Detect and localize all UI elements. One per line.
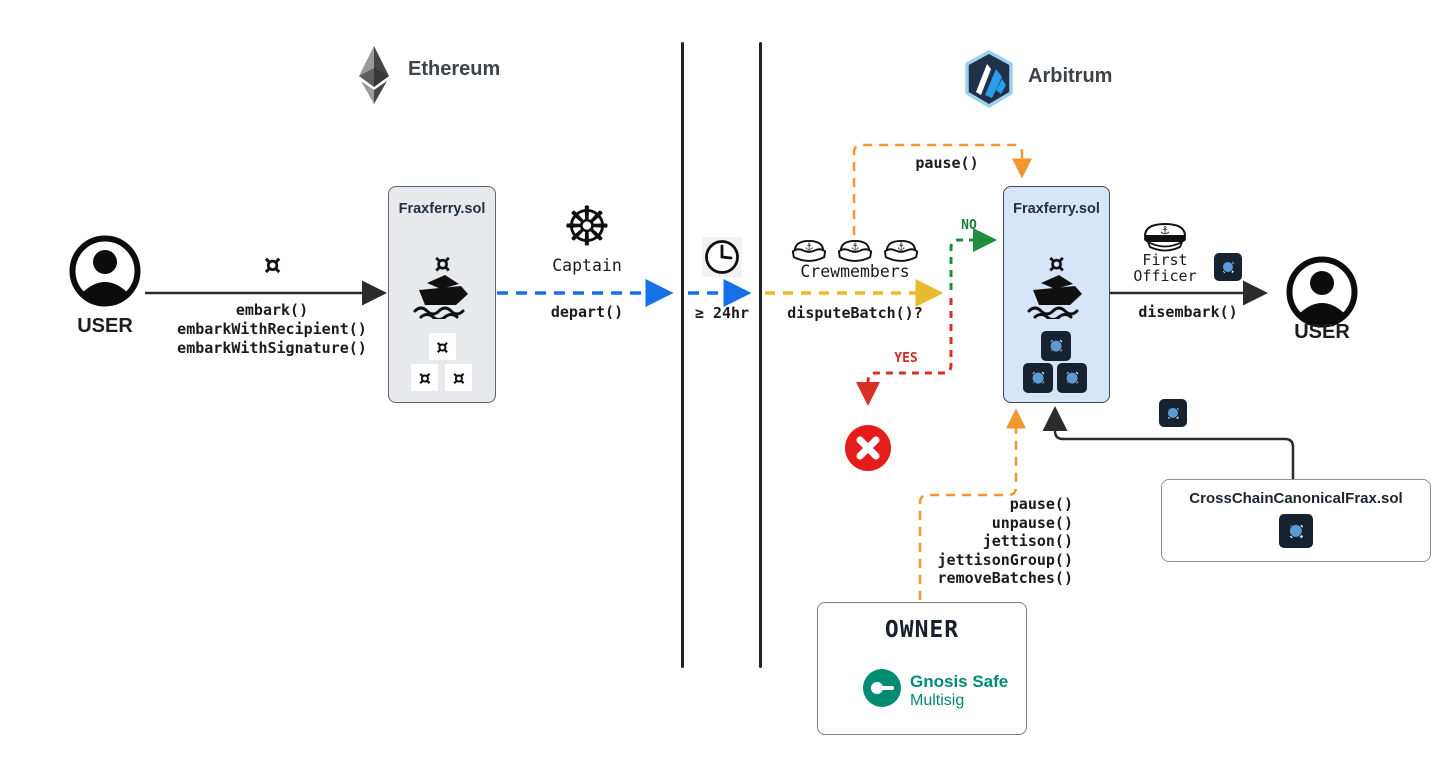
dispute-no-label: NO [961, 218, 977, 233]
user-left-label: USER [77, 315, 133, 337]
user-right-label: USER [1294, 321, 1350, 343]
frax-token-icon: ¤ [1279, 514, 1313, 548]
dispute-yes-label: YES [894, 351, 918, 366]
frax-token-icon: ¤ [1023, 363, 1053, 393]
ferry-ship-icon [1027, 275, 1082, 319]
pause-function-label: pause() [915, 154, 979, 172]
first-officer-label-line1: First [1142, 251, 1188, 269]
frax-token-icon: ¤ [1057, 363, 1087, 393]
owner-title: OWNER [884, 617, 960, 643]
user-right-avatar [1286, 256, 1358, 328]
fraxferry-arb-contract-box: Fraxferry.sol ¤ ¤ ¤ ¤ [1003, 186, 1110, 403]
user-left-avatar [69, 235, 141, 307]
frax-token-icon: ¤ [1214, 253, 1242, 281]
embark-function-label: embarkWithSignature() [177, 339, 367, 357]
token-icon: ¤ [1046, 244, 1066, 282]
crosschain-contract-box: CrossChainCanonicalFrax.sol ¤ [1161, 479, 1431, 562]
dispute-function-label: disputeBatch()? [787, 304, 923, 322]
depart-function-label: depart() [550, 303, 624, 321]
svg-text:⚓: ⚓ [851, 242, 860, 253]
owner-function-label: pause() [1009, 495, 1073, 513]
frax-token-icon: ¤ [1041, 331, 1071, 361]
crewmembers-label: Crewmembers [800, 262, 910, 281]
sailor-hat-icon: ⚓ [837, 239, 873, 262]
token-icon: ¤ [411, 364, 438, 392]
frax-token-icon: ¤ [1159, 399, 1187, 427]
first-officer-label-line2: Officer [1133, 267, 1197, 285]
wait-time-label: ≥ 24hr [694, 304, 750, 322]
gnosis-safe-name: Gnosis Safe [910, 672, 1009, 691]
disembark-function-label: disembark() [1138, 303, 1238, 321]
token-icon: ¤ [261, 245, 283, 285]
red-x-icon [845, 425, 891, 471]
contract-title: CrossChainCanonicalFrax.sol [1189, 490, 1403, 507]
owner-box: OWNER Gnosis Safe Multisig [817, 602, 1027, 735]
fraxferry-eth-contract-box: Fraxferry.sol ¤ ¤ ¤ ¤ [388, 186, 496, 403]
token-icon: ¤ [445, 364, 472, 392]
owner-function-label: jettison() [982, 532, 1073, 550]
embark-function-label: embark() [235, 301, 309, 319]
token-icon: ¤ [428, 333, 456, 361]
captain-label: Captain [552, 256, 622, 275]
chain-divider-right [759, 42, 762, 668]
gnosis-safe-type: Multisig [910, 692, 965, 709]
svg-text:⚓: ⚓ [805, 242, 814, 253]
arbitrum-chain-label: Arbitrum [1028, 65, 1113, 87]
contract-title: Fraxferry.sol [1013, 201, 1100, 217]
svg-text:⚓: ⚓ [1160, 225, 1170, 237]
owner-function-label: unpause() [991, 513, 1073, 532]
ship-wheel-icon: ☸ [562, 197, 612, 257]
captain-hat-icon: ⚓ [1143, 222, 1187, 252]
clock-icon [702, 237, 742, 277]
svg-text:⚓: ⚓ [897, 242, 906, 253]
sailor-hat-icon: ⚓ [883, 239, 919, 262]
sailor-hat-icon: ⚓ [791, 239, 827, 262]
owner-function-label: removeBatches() [937, 569, 1073, 587]
chain-divider-left [681, 42, 684, 668]
ethereum-chain-label: Ethereum [408, 58, 501, 80]
arbitrum-logo-icon [965, 50, 1013, 108]
ethereum-logo-icon [359, 46, 389, 104]
gnosis-safe-logo-icon [863, 669, 901, 707]
token-icon: ¤ [432, 244, 452, 282]
ferry-ship-icon [413, 275, 468, 319]
owner-function-list: pause() unpause() jettison() jettisonGro… [933, 495, 1073, 588]
embark-function-label: embarkWithRecipient() [177, 320, 367, 338]
owner-function-label: jettisonGroup() [937, 550, 1073, 569]
contract-title: Fraxferry.sol [398, 201, 486, 217]
